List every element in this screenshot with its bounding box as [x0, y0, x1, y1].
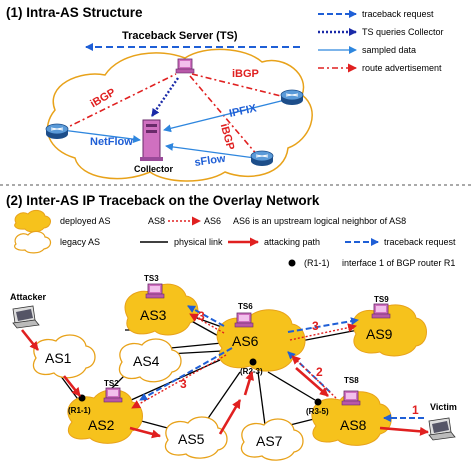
ts8-label: TS8: [344, 376, 359, 385]
netflow-label: NetFlow: [90, 136, 133, 148]
legend-attacking-path: attacking path: [264, 237, 320, 247]
attacker-label: Attacker: [10, 292, 47, 302]
ts6-label: TS6: [238, 302, 253, 311]
ts-queries-collector: [151, 77, 179, 117]
legend-interface-code: (R1-1): [304, 258, 330, 268]
legend-route-advertisement: route advertisement: [362, 63, 442, 73]
section2-legend: deployed AS AS8 AS6 AS6 is an upstream l…: [14, 209, 456, 268]
router-icon: [280, 89, 304, 106]
as8-label: AS8: [340, 417, 367, 433]
ts2-icon: [103, 387, 123, 403]
ts3-label: TS3: [144, 274, 159, 283]
section2-title: (2) Inter-AS IP Traceback on the Overlay…: [6, 193, 320, 208]
as9-label: AS9: [366, 326, 393, 342]
traceback-server-label: Traceback Server (TS): [122, 30, 238, 42]
ibgp-label-right: iBGP: [232, 68, 259, 80]
router-icon: [45, 123, 69, 140]
attacking-path: [20, 329, 429, 439]
as7-cloud: [240, 418, 304, 461]
legend-as8: AS8: [148, 216, 165, 226]
as3-cloud: [124, 283, 199, 336]
ts6-icon: [234, 312, 254, 328]
legend-traceback-request-2: traceback request: [384, 237, 456, 247]
as3-label: AS3: [140, 307, 167, 323]
collector-icon: [140, 119, 163, 161]
interface-r35-label: (R3-5): [306, 407, 329, 416]
legend-upstream-desc: AS6 is an upstream logical neighbor of A…: [233, 216, 406, 226]
step-3a: 3: [198, 309, 205, 323]
sampled-data-lines: [61, 99, 286, 159]
as1-cloud: [32, 334, 96, 379]
ts8-icon: [341, 390, 361, 406]
legend-interface-desc: interface 1 of BGP router R1: [342, 258, 455, 268]
attacker-laptop-icon: [12, 305, 40, 329]
legend-deployed-as: deployed AS: [60, 216, 111, 226]
legend-physical-link: physical link: [174, 237, 223, 247]
section1-title: (1) Intra-AS Structure: [6, 5, 143, 20]
interface-r11-label: (R1-1): [68, 406, 91, 415]
as1-label: AS1: [45, 350, 72, 366]
ts3-icon: [145, 283, 165, 299]
collector-label: Collector: [134, 164, 174, 174]
interface-dot: [249, 358, 257, 366]
ipfix-label: IPFIX: [228, 102, 258, 120]
victim-laptop-icon: [428, 417, 456, 441]
ts2-label: TS2: [104, 379, 119, 388]
legend-as6: AS6: [204, 216, 221, 226]
as4-cloud: [118, 338, 182, 383]
as2-label: AS2: [88, 417, 115, 433]
step-3c: 3: [312, 319, 319, 333]
legend-traceback-request: traceback request: [362, 9, 434, 19]
as7-label: AS7: [256, 433, 283, 449]
as6-cloud: [216, 309, 306, 372]
upstream-neighbor-links: [131, 313, 357, 409]
intra-as-cloud: [46, 48, 313, 182]
step-2: 2: [316, 365, 323, 379]
ibgp-label-left: iBGP: [88, 86, 117, 110]
route-advertisement-lines: [61, 73, 286, 157]
traceback-server-icon: [175, 58, 195, 74]
legend-legacy-as: legacy AS: [60, 237, 100, 247]
as2-cloud: [67, 389, 143, 444]
victim-label: Victim: [430, 402, 457, 412]
as5-label: AS5: [178, 431, 205, 447]
router-icon: [250, 150, 274, 167]
ts9-label: TS9: [374, 295, 389, 304]
sflow-label: sFlow: [194, 153, 227, 169]
interface-dot: [314, 398, 322, 406]
step-3b: 3: [180, 377, 187, 391]
as4-label: AS4: [133, 353, 160, 369]
step-1: 1: [412, 403, 419, 417]
ts9-icon: [371, 303, 391, 319]
as6-label: AS6: [232, 333, 259, 349]
section1-legend: traceback request TS queries Collector s…: [318, 9, 444, 73]
legend-ts-queries-collector: TS queries Collector: [362, 27, 444, 37]
as5-cloud: [164, 416, 228, 459]
legend-sampled-data: sampled data: [362, 45, 416, 55]
